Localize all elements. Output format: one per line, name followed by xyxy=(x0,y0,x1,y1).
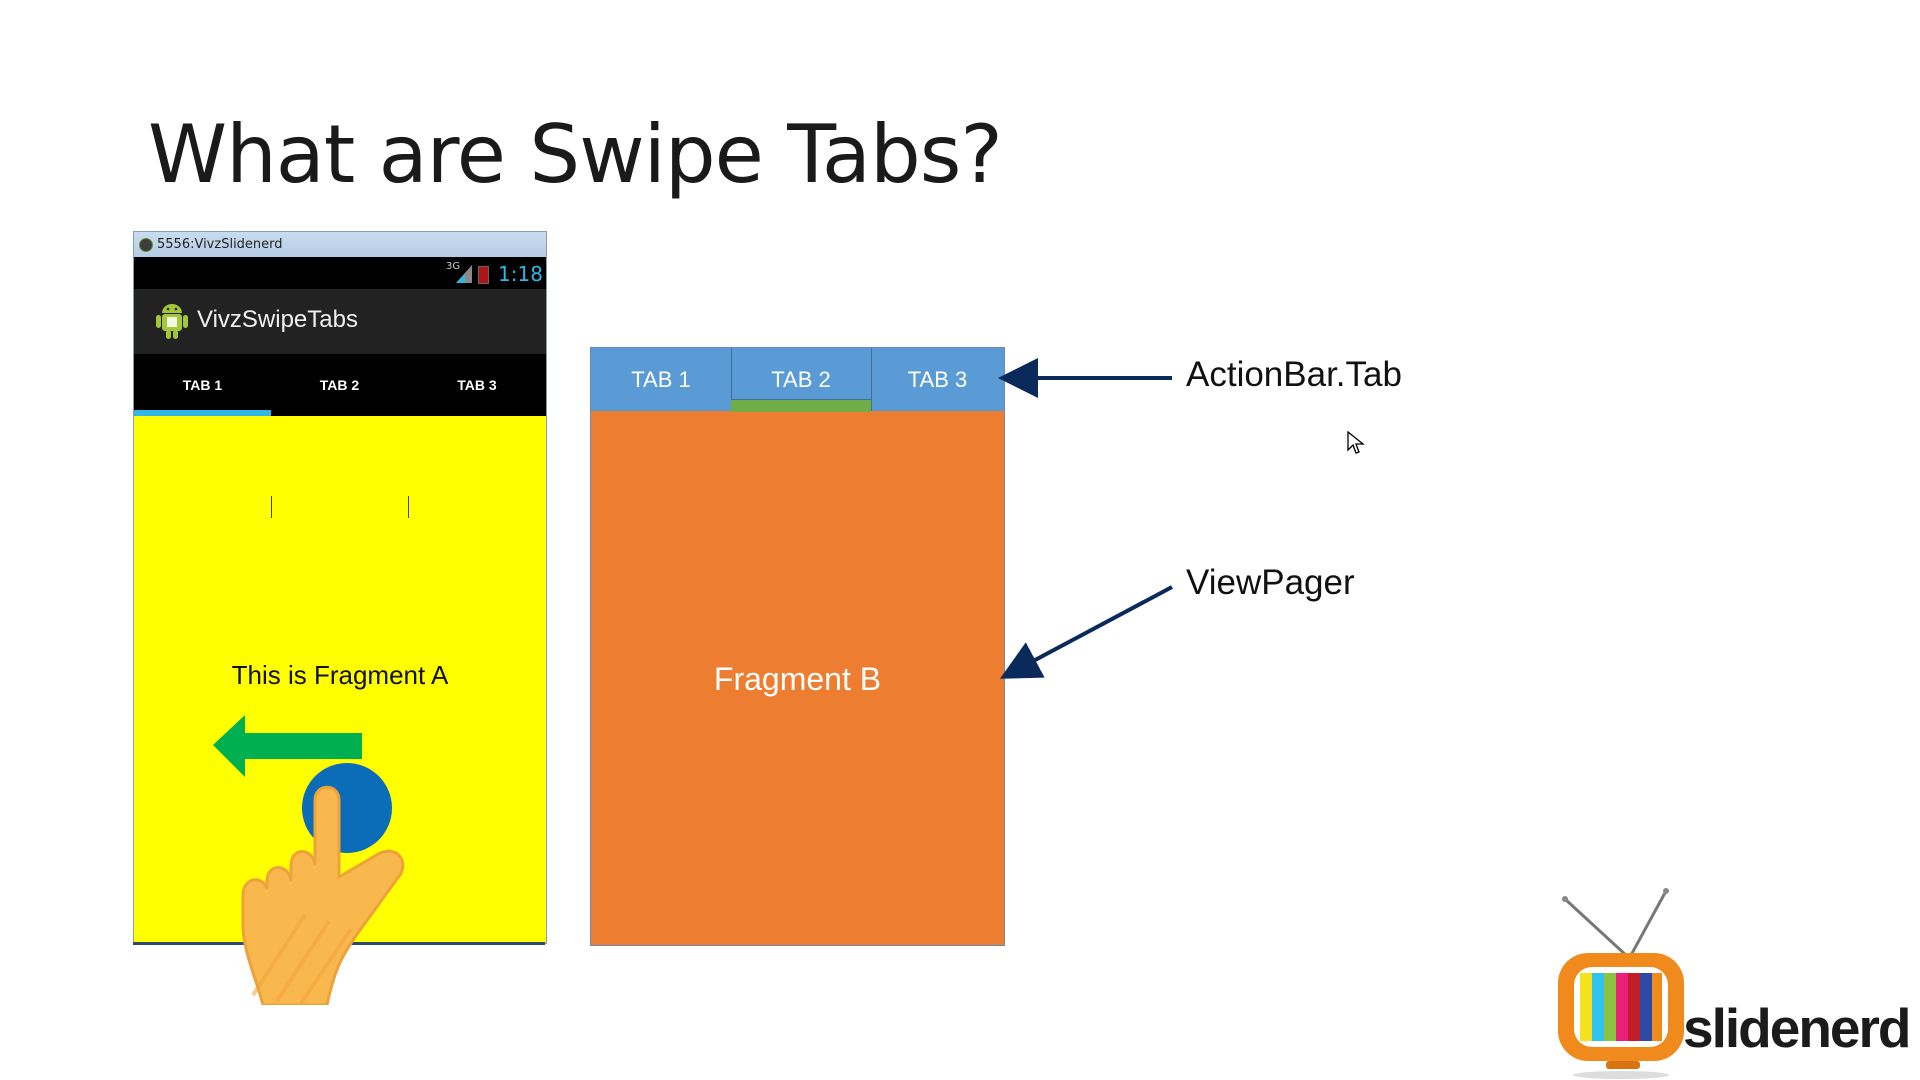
signal-icon xyxy=(456,265,472,283)
diagram-tab-3: TAB 3 xyxy=(907,366,968,392)
viewpager-diagram: TAB 1 TAB 2 TAB 3 Fragment B xyxy=(590,347,1005,946)
emulator-tab-1[interactable]: TAB 1 xyxy=(182,377,223,393)
app-title: VivzSwipeTabs xyxy=(197,306,358,333)
status-bar: 3G 1:18 xyxy=(134,257,546,289)
emulator-tab-bar: TAB 1 TAB 2 TAB 3 xyxy=(134,354,546,518)
viewpager-arrow xyxy=(999,585,1173,679)
retro-tv-icon xyxy=(1558,888,1684,1079)
emulator-tab-3[interactable]: TAB 3 xyxy=(457,377,497,393)
swipe-left-hand-icon xyxy=(213,715,405,1005)
emulator-titlebar[interactable]: 5556:VivzSlidenerd xyxy=(134,232,546,257)
fragment-b-text: Fragment B xyxy=(713,661,882,697)
tab-divider xyxy=(271,496,272,518)
diagram-tab-separator xyxy=(731,348,732,411)
emulator-window: 5556:VivzSlidenerd 3G 1:18 VivzSwipeTabs… xyxy=(133,231,547,944)
callout-viewpager: ViewPager xyxy=(1186,563,1355,602)
callout-actionbar-tab: ActionBar.Tab xyxy=(1186,355,1402,394)
diagram-tab-2: TAB 2 xyxy=(771,366,831,392)
tab-divider xyxy=(408,496,409,518)
network-type: 3G xyxy=(446,261,461,272)
emulator-window-title: 5556:VivzSlidenerd xyxy=(157,237,283,252)
diagram-tab-indicator xyxy=(731,399,871,412)
diagram-tab-separator xyxy=(871,348,872,411)
status-clock: 1:18 xyxy=(498,262,543,286)
emulator-tab-2[interactable]: TAB 2 xyxy=(319,377,360,393)
action-bar: VivzSwipeTabs xyxy=(134,289,546,354)
android-icon xyxy=(156,304,188,339)
slide-title: What are Swipe Tabs? xyxy=(148,108,1003,201)
diagram-tab-1: TAB 1 xyxy=(631,366,691,392)
brand-name: slidenerd xyxy=(1683,997,1912,1059)
battery-icon xyxy=(478,266,489,284)
emulator-tab-indicator xyxy=(134,410,271,416)
diagram-tab-bar: TAB 1 TAB 2 TAB 3 xyxy=(591,348,1004,412)
mouse-cursor-icon xyxy=(1347,431,1365,454)
emulator-app-icon xyxy=(139,238,153,252)
fragment-a-text: This is Fragment A xyxy=(231,660,449,690)
